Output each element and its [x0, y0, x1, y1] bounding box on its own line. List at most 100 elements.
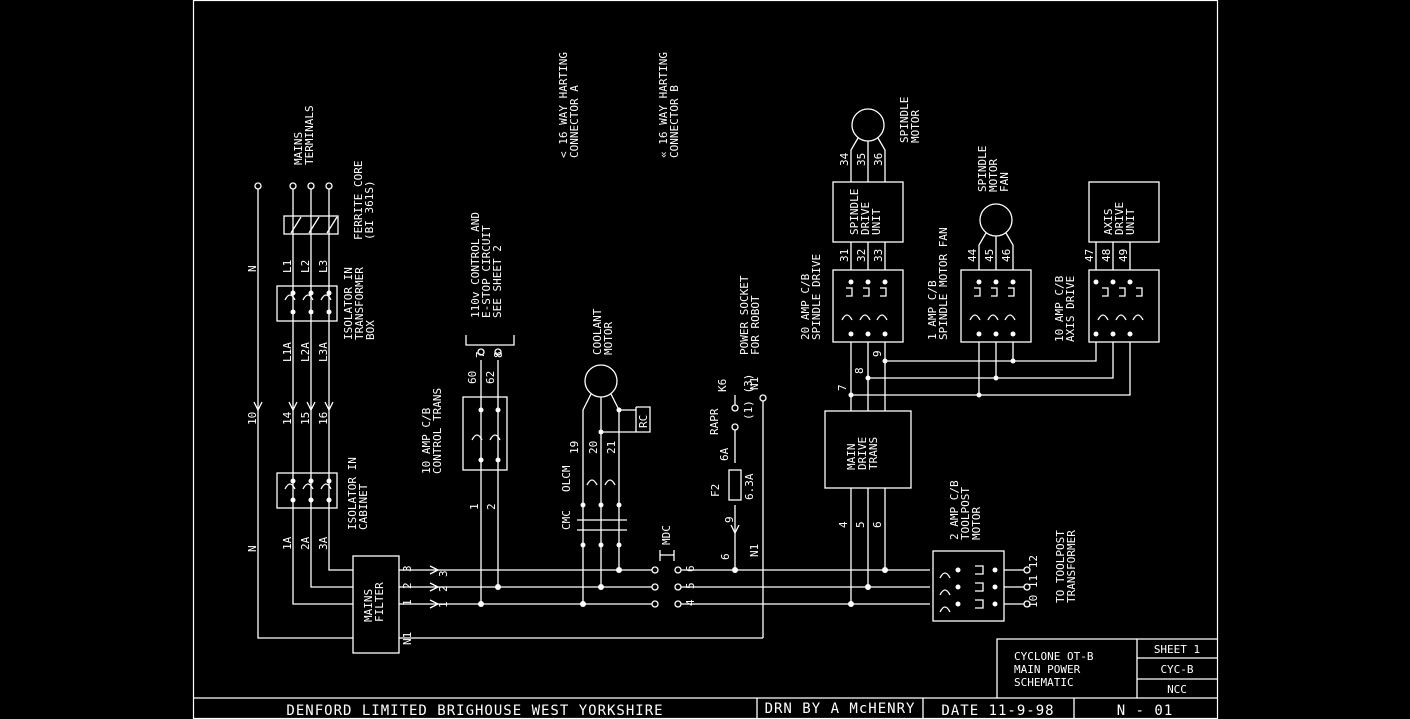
wire-number-w14: 14 — [281, 411, 294, 425]
labels-control_110-line-2: SEE SHEET 2 — [491, 245, 504, 318]
labels-to_toolpost-line-1: TRANSFORMER — [1065, 530, 1078, 603]
wire-number-w2: 2 — [401, 582, 414, 589]
wire-number-w1: 1 — [468, 503, 481, 510]
title_block-code: CYC-B — [1160, 663, 1193, 676]
labels-power_socket-line-1: FOR ROBOT — [749, 295, 762, 355]
wire-number-w32: 32 — [855, 249, 868, 262]
spindle-fan-section — [960, 203, 1032, 395]
labels-cb_axis-line-0: 10 AMP C/B — [1053, 275, 1066, 342]
wire-number-w9: 9 — [723, 516, 736, 523]
power-socket-circuit — [728, 394, 767, 638]
labels-main_trans-line-0: MAIN — [845, 444, 858, 471]
wire-number-w3: 3 — [437, 570, 450, 577]
wire-number-l1a: L1A — [281, 342, 294, 362]
isolator-transformer-box — [276, 285, 338, 322]
labels-axis_drive-line-2: UNIT — [1124, 208, 1137, 235]
labels-harting_a-line-1: CONNECTOR A — [568, 85, 581, 158]
labels-main_trans-line-1: DRIVE — [856, 437, 869, 470]
labels-isolator_tb-line-2: BOX — [364, 320, 377, 340]
labels-control_110-line-1: E-STOP CIRCUIT — [480, 225, 493, 318]
title_block-date: DATE 11-9-98 — [941, 703, 1054, 719]
wire-number-l2a: L2A — [299, 342, 312, 362]
wire-number-n: N — [246, 545, 259, 552]
labels-spindle_drive-line-0: SPINDLE — [848, 189, 861, 235]
wire-number-l2: L2 — [299, 260, 312, 273]
wire-number-w6: 6 — [684, 565, 697, 572]
n1-socket: N1 — [748, 377, 761, 390]
labels-spindle_fan-line-2: FAN — [998, 172, 1011, 192]
labels-spindle_motor-line-0: SPINDLE — [898, 97, 911, 143]
labels-mains_filter-line-1: FILTER — [373, 582, 386, 622]
wire-number-w35: 35 — [855, 153, 868, 166]
labels-f2_6a: 6A — [718, 447, 731, 461]
labels-harting_b-line-1: CONNECTOR B — [668, 85, 681, 158]
labels-harting_a-line-0: < 16 WAY HARTING — [557, 52, 570, 158]
labels-coolant-line-0: COOLANT — [591, 308, 604, 355]
wire-number-w34: 34 — [838, 152, 851, 166]
wire-number-w3a: 3A — [317, 536, 330, 550]
ferrite-core — [283, 215, 339, 235]
wire-number-l1: L1 — [281, 260, 294, 273]
wire-number-w3: 3 — [401, 565, 414, 572]
wire-number-w16: 16 — [317, 412, 330, 425]
labels-coolant-line-1: MOTOR — [602, 322, 615, 355]
labels-mains_terminals-line-1: TERMINALS — [303, 105, 316, 165]
rc-label: RC — [637, 415, 650, 428]
isolator-cabinet — [276, 472, 338, 509]
wire-number-w6: 6 — [719, 553, 732, 560]
fuse-f2 — [728, 469, 742, 501]
wire-number-w33: 33 — [872, 249, 885, 262]
labels-olcm: OLCM — [560, 465, 573, 492]
n1-bus: N1 — [748, 544, 761, 557]
wire-number-w8: 8 — [853, 367, 866, 374]
wire-number-w21: 21 — [605, 441, 618, 454]
labels-spindle_fan-line-0: SPINDLE — [976, 146, 989, 192]
spindle-section — [824, 108, 1131, 604]
wire-number-w48: 48 — [1100, 249, 1113, 262]
spindle-fan-motor — [979, 203, 1013, 237]
wire-number-w9: 9 — [871, 350, 884, 357]
labels-isolator_cab-line-1: CABINET — [357, 483, 370, 530]
labels-cb_fan-line-1: SPINDLE MOTOR FAN — [937, 227, 950, 340]
labels-ferrite-line-0: FERRITE CORE — [352, 161, 365, 240]
wire-number-w4: 4 — [684, 599, 697, 606]
title_block-project-line-2: SCHEMATIC — [1014, 676, 1074, 689]
labels-spindle_fan-line-1: MOTOR — [987, 159, 1000, 192]
title_block-project-line-0: CYCLONE OT-B — [1014, 650, 1094, 663]
axis-drive-section — [1088, 181, 1160, 343]
main-bus — [399, 550, 930, 639]
axis-drive-unit — [1088, 181, 1160, 243]
wire-number-w49: 49 — [1117, 249, 1130, 262]
wire-number-w7: 7 — [474, 351, 487, 358]
wire-number-w5: 5 — [854, 521, 867, 528]
n1-filter: N1 — [401, 632, 414, 645]
toolpost-cb — [932, 550, 1031, 622]
labels-cmc: CMC — [560, 510, 573, 530]
title_block-sheet: SHEET 1 — [1154, 643, 1200, 656]
labels-rapr: RAPR — [708, 408, 721, 435]
labels-control_110-line-0: 110v CONTROL AND — [469, 212, 482, 318]
wire-number-w20: 20 — [587, 441, 600, 454]
labels-cb_spindle-line-1: SPINDLE DRIVE — [810, 254, 823, 340]
labels-f2: F2 — [709, 484, 722, 497]
labels-isolator_cab-line-0: ISOLATOR IN — [346, 457, 359, 530]
title_block-drawn_by: DRN BY A McHENRY — [765, 701, 916, 717]
labels-k6: K6 — [716, 379, 729, 392]
labels-power_socket-line-0: POWER SOCKET — [738, 275, 751, 355]
labels-axis_drive-line-1: DRIVE — [1113, 202, 1126, 235]
wire-number-w1: 1 — [437, 601, 450, 608]
labels-main_trans-line-2: TRANS — [867, 437, 880, 470]
wire-number-w10: 10 — [246, 412, 259, 425]
labels-f2_63a: 6.3A — [743, 473, 756, 500]
wire-number-w4: 4 — [837, 521, 850, 528]
labels-mains_filter-line-0: MAINS — [362, 589, 375, 622]
control-trans-cb — [462, 335, 515, 604]
labels-mdc: MDC — [660, 525, 673, 545]
wire-number-w15: 15 — [299, 412, 312, 425]
wire-number-l3a: L3A — [317, 342, 330, 362]
labels-spindle_drive-line-1: DRIVE — [859, 202, 872, 235]
wire-number-w45: 45 — [983, 249, 996, 262]
labels-harting_b-line-0: « 16 WAY HARTING — [657, 52, 670, 158]
wire-number-w36: 36 — [872, 153, 885, 166]
